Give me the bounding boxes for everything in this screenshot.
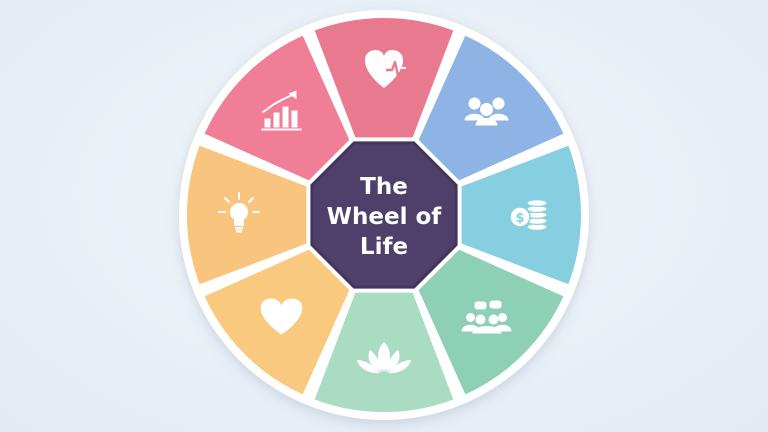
- segment-8: [201, 32, 352, 183]
- lightbulb-icon: [218, 192, 260, 233]
- lotus-icon: [357, 342, 411, 374]
- center-hub: [310, 141, 458, 289]
- center-title-line-3: Life: [360, 234, 408, 260]
- segment-icons: $: [218, 50, 548, 374]
- money-coins-icon: $: [509, 199, 548, 232]
- center-title-line-2: Wheel of: [327, 204, 443, 230]
- svg-text:$: $: [515, 211, 524, 226]
- heart-icon: [260, 298, 303, 335]
- family-icon: [464, 97, 509, 126]
- growth-chart-icon: [261, 90, 302, 131]
- center-title: The Wheel of Life: [327, 174, 443, 260]
- community-chat-icon: [461, 300, 512, 334]
- center-title-line-1: The: [360, 174, 408, 200]
- heart-pulse-icon: [364, 50, 410, 88]
